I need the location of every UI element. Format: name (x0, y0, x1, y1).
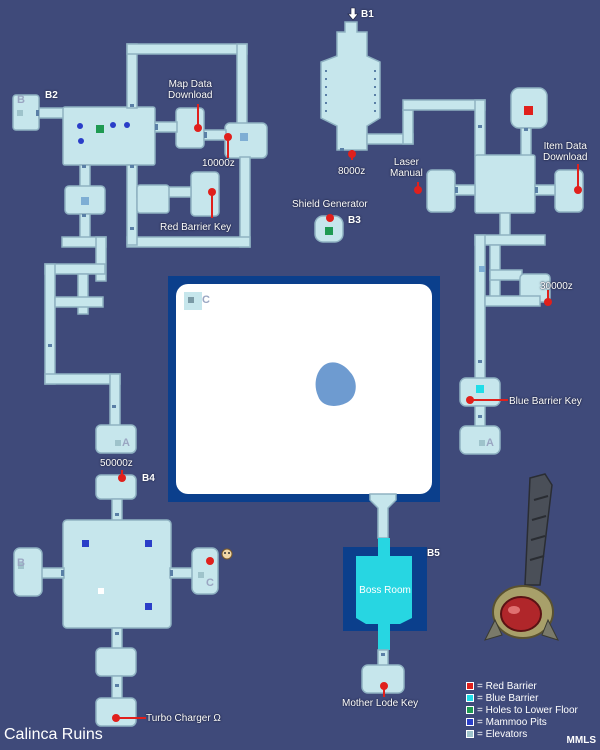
elevator-letter-c-arena: C (202, 294, 210, 306)
block-label-b4: B4 (142, 473, 155, 484)
legend-swatch (466, 682, 474, 690)
label-red-barrier-key: Red Barrier Key (160, 222, 232, 233)
label-laser-manual: Laser Manual (390, 157, 423, 179)
legend-text: = Red Barrier (477, 680, 537, 692)
legend-swatch (466, 718, 474, 726)
legend-swatch (466, 706, 474, 714)
elevator-letter-b-south: B (17, 557, 25, 569)
map-symbols (17, 106, 533, 610)
label-10000z: 10000z (202, 158, 235, 169)
legend-item-blue-barrier: = Blue Barrier (466, 692, 578, 704)
label-50000z: 50000z (100, 458, 133, 469)
legend-text: = Elevators (477, 728, 528, 740)
map-credit: MMLS (566, 735, 596, 746)
block-label-b5: B5 (427, 548, 440, 559)
label-shield-generator: Shield Generator (292, 199, 368, 210)
legend-item-holes: = Holes to Lower Floor (466, 704, 578, 716)
elevator-letter-a-west: A (122, 437, 130, 449)
label-boss-room: Boss Room (359, 585, 411, 596)
northeast-complex (320, 21, 584, 455)
label-8000z: 8000z (338, 166, 366, 177)
legend-text: = Holes to Lower Floor (477, 704, 578, 716)
label-30000z: 30000z (540, 281, 573, 292)
map-title: Calinca Ruins (4, 726, 103, 743)
item-markers (112, 104, 582, 722)
block-label-b2: B2 (45, 90, 58, 101)
legend-text: = Mammoo Pits (477, 716, 547, 728)
label-item-data-download: Item Data Download (543, 141, 588, 163)
elevator-letter-a-east: A (486, 437, 494, 449)
elevator-letter-b-north: B (17, 94, 25, 106)
block-label-b3: B3 (348, 215, 361, 226)
label-map-data-download: Map Data Download (168, 79, 213, 101)
label-blue-barrier-key: Blue Barrier Key (509, 396, 582, 407)
legend-text: = Blue Barrier (477, 692, 539, 704)
mammoo-icon (221, 548, 233, 560)
legend-item-elevators: = Elevators (466, 728, 578, 740)
southwest-complex (13, 474, 219, 727)
label-turbo-charger: Turbo Charger Ω (146, 713, 221, 724)
legend-swatch (466, 730, 474, 738)
start-arrow-icon (347, 7, 359, 21)
map-legend: = Red Barrier = Blue Barrier = Holes to … (466, 680, 578, 740)
elevator-letter-c-south: C (206, 577, 214, 589)
central-arena (168, 276, 440, 502)
legend-item-red-barrier: = Red Barrier (466, 680, 578, 692)
block-label-b1: B1 (361, 9, 374, 20)
drill-artwork (484, 473, 559, 641)
label-mother-lode-key: Mother Lode Key (342, 698, 419, 709)
legend-item-mammoo-pits: = Mammoo Pits (466, 716, 578, 728)
legend-swatch (466, 694, 474, 702)
